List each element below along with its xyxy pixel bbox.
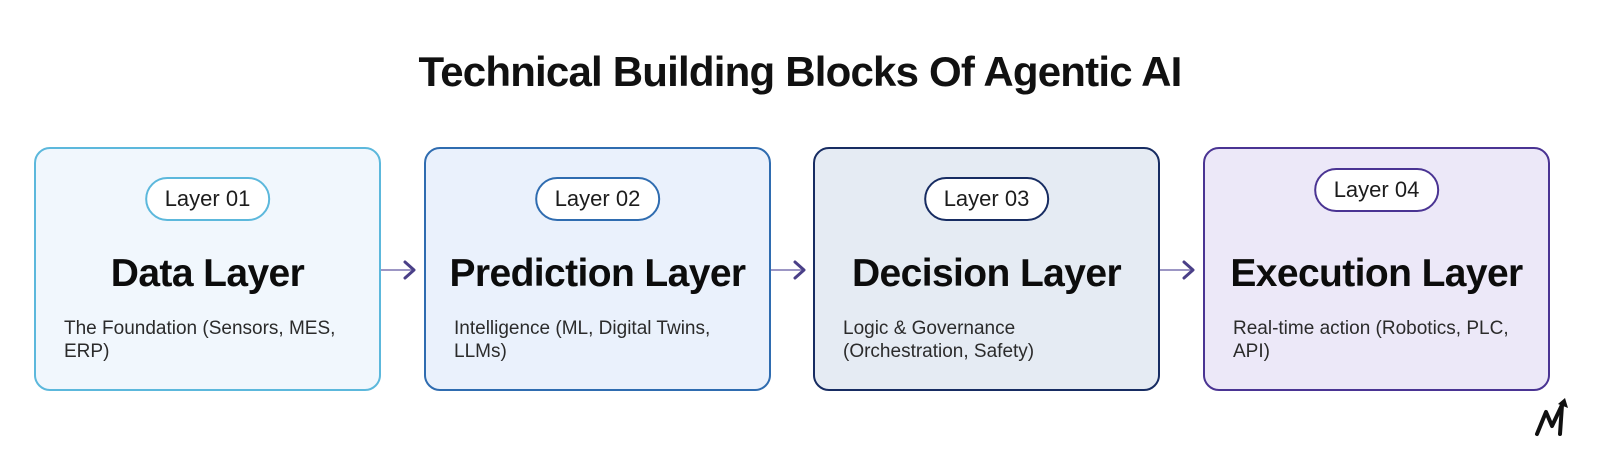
layer-badge: Layer 04 [1313, 168, 1440, 212]
layer-description: The Foundation (Sensors, MES, ERP) [64, 318, 336, 362]
arrow-right-icon [771, 260, 806, 280]
layer-title: Data Layer [110, 252, 305, 295]
m-arrow-logo-icon [1535, 398, 1568, 436]
layer-description: Intelligence (ML, Digital Twins, LLMs) [454, 318, 711, 362]
arrow-right-icon [381, 260, 416, 280]
layer-title: Decision Layer [851, 252, 1122, 295]
diagram-title: Technical Building Blocks Of Agentic AI [418, 48, 1182, 95]
layer-card-decision: Layer 03 Decision Layer Logic & Governan… [813, 147, 1160, 391]
layer-card-execution: Layer 04 Execution Layer Real-time actio… [1203, 147, 1550, 391]
layer-description: Logic & Governance (Orchestration, Safet… [843, 318, 1035, 362]
layer-badge: Layer 01 [144, 177, 271, 221]
arrow-right-icon [1160, 260, 1195, 280]
layer-card-prediction: Layer 02 Prediction Layer Intelligence (… [424, 147, 771, 391]
layer-title: Prediction Layer [449, 252, 746, 295]
layer-badge: Layer 03 [923, 177, 1050, 221]
layer-title: Execution Layer [1230, 252, 1523, 295]
layer-card-data: Layer 01 Data Layer The Foundation (Sens… [34, 147, 381, 391]
layer-badge: Layer 02 [534, 177, 661, 221]
layer-description: Real-time action (Robotics, PLC, API) [1233, 318, 1509, 362]
